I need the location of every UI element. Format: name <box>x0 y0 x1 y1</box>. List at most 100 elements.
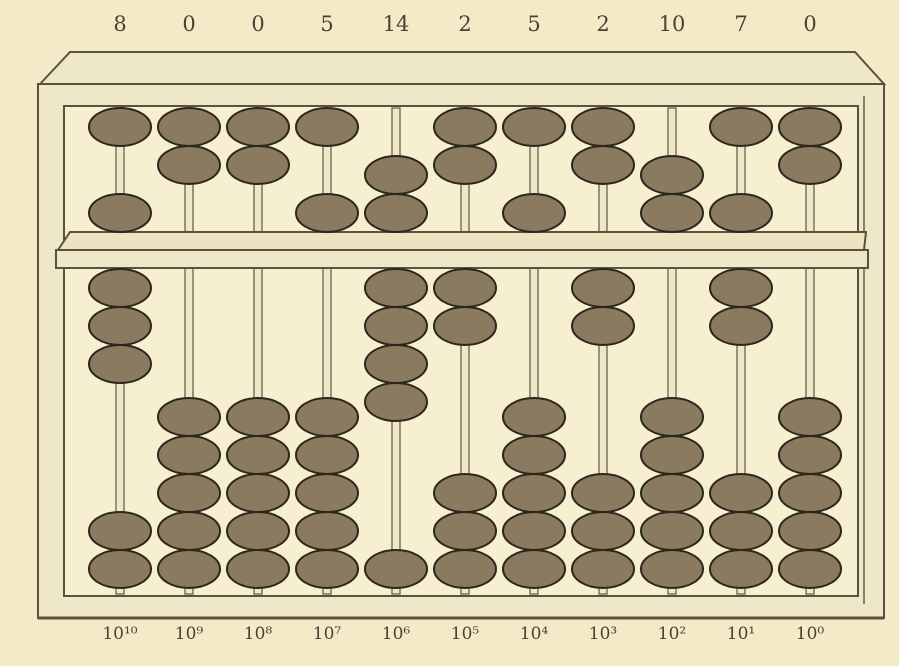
upper-bead[interactable] <box>572 146 634 184</box>
place-value-label: 10⁹ <box>159 624 219 644</box>
rod-value-label: 5 <box>297 12 357 36</box>
rod-value-label: 2 <box>573 12 633 36</box>
lower-bead[interactable] <box>710 550 772 588</box>
upper-bead[interactable] <box>89 108 151 146</box>
place-value-label: 10² <box>642 624 702 644</box>
upper-bead[interactable] <box>296 108 358 146</box>
upper-bead[interactable] <box>434 146 496 184</box>
rod-value-label: 14 <box>366 12 426 36</box>
lower-bead[interactable] <box>158 550 220 588</box>
upper-bead[interactable] <box>641 156 703 194</box>
rod-value-label: 0 <box>159 12 219 36</box>
lower-bead[interactable] <box>227 474 289 512</box>
lower-bead[interactable] <box>296 512 358 550</box>
lower-bead[interactable] <box>779 550 841 588</box>
lower-bead[interactable] <box>710 307 772 345</box>
lower-bead[interactable] <box>89 550 151 588</box>
lower-bead[interactable] <box>158 398 220 436</box>
lower-bead[interactable] <box>365 269 427 307</box>
lower-bead[interactable] <box>503 512 565 550</box>
upper-bead[interactable] <box>158 146 220 184</box>
place-value-label: 10⁸ <box>228 624 288 644</box>
lower-bead[interactable] <box>89 269 151 307</box>
lower-bead[interactable] <box>434 307 496 345</box>
divider-beam <box>56 250 868 268</box>
upper-bead[interactable] <box>779 108 841 146</box>
lower-bead[interactable] <box>158 474 220 512</box>
place-value-label: 10⁷ <box>297 624 357 644</box>
rod-value-label: 2 <box>435 12 495 36</box>
lower-bead[interactable] <box>503 474 565 512</box>
lower-bead[interactable] <box>434 550 496 588</box>
lower-bead[interactable] <box>503 550 565 588</box>
lower-bead[interactable] <box>641 398 703 436</box>
place-value-label: 10⁵ <box>435 624 495 644</box>
upper-bead[interactable] <box>158 108 220 146</box>
place-value-label: 10⁶ <box>366 624 426 644</box>
upper-bead[interactable] <box>503 194 565 232</box>
place-value-label: 10¹ <box>711 624 771 644</box>
lower-bead[interactable] <box>434 474 496 512</box>
lower-bead[interactable] <box>296 398 358 436</box>
lower-bead[interactable] <box>365 550 427 588</box>
upper-bead[interactable] <box>779 146 841 184</box>
lower-bead[interactable] <box>434 269 496 307</box>
lower-bead[interactable] <box>710 512 772 550</box>
lower-bead[interactable] <box>710 269 772 307</box>
place-value-label: 10⁴ <box>504 624 564 644</box>
rod-value-label: 0 <box>228 12 288 36</box>
lower-bead[interactable] <box>296 474 358 512</box>
lower-bead[interactable] <box>572 307 634 345</box>
lower-bead[interactable] <box>296 436 358 474</box>
upper-bead[interactable] <box>503 108 565 146</box>
lower-bead[interactable] <box>572 269 634 307</box>
lower-bead[interactable] <box>365 345 427 383</box>
lower-bead[interactable] <box>641 436 703 474</box>
upper-bead[interactable] <box>365 156 427 194</box>
lower-bead[interactable] <box>89 345 151 383</box>
lower-bead[interactable] <box>227 550 289 588</box>
rod-value-label: 7 <box>711 12 771 36</box>
lower-bead[interactable] <box>779 436 841 474</box>
upper-bead[interactable] <box>710 194 772 232</box>
lower-bead[interactable] <box>227 512 289 550</box>
upper-bead[interactable] <box>572 108 634 146</box>
place-value-label: 10³ <box>573 624 633 644</box>
divider-beam-top <box>58 232 866 250</box>
lower-bead[interactable] <box>158 436 220 474</box>
lower-bead[interactable] <box>779 398 841 436</box>
lower-bead[interactable] <box>641 474 703 512</box>
upper-bead[interactable] <box>227 108 289 146</box>
lower-bead[interactable] <box>503 436 565 474</box>
rod-value-label: 0 <box>780 12 840 36</box>
lower-bead[interactable] <box>158 512 220 550</box>
lower-bead[interactable] <box>89 512 151 550</box>
lower-bead[interactable] <box>572 512 634 550</box>
lower-bead[interactable] <box>89 307 151 345</box>
lower-bead[interactable] <box>710 474 772 512</box>
upper-bead[interactable] <box>434 108 496 146</box>
lower-bead[interactable] <box>227 436 289 474</box>
upper-bead[interactable] <box>89 194 151 232</box>
lower-bead[interactable] <box>572 550 634 588</box>
lower-bead[interactable] <box>227 398 289 436</box>
frame-top-bevel <box>40 52 884 84</box>
lower-bead[interactable] <box>779 512 841 550</box>
lower-bead[interactable] <box>503 398 565 436</box>
lower-bead[interactable] <box>572 474 634 512</box>
rod-value-label: 8 <box>90 12 150 36</box>
lower-bead[interactable] <box>641 512 703 550</box>
upper-bead[interactable] <box>641 194 703 232</box>
lower-bead[interactable] <box>779 474 841 512</box>
upper-bead[interactable] <box>710 108 772 146</box>
upper-bead[interactable] <box>296 194 358 232</box>
lower-bead[interactable] <box>365 307 427 345</box>
lower-bead[interactable] <box>641 550 703 588</box>
lower-bead[interactable] <box>434 512 496 550</box>
upper-bead[interactable] <box>365 194 427 232</box>
rod-value-label: 10 <box>642 12 702 36</box>
lower-bead[interactable] <box>365 383 427 421</box>
lower-bead[interactable] <box>296 550 358 588</box>
upper-bead[interactable] <box>227 146 289 184</box>
